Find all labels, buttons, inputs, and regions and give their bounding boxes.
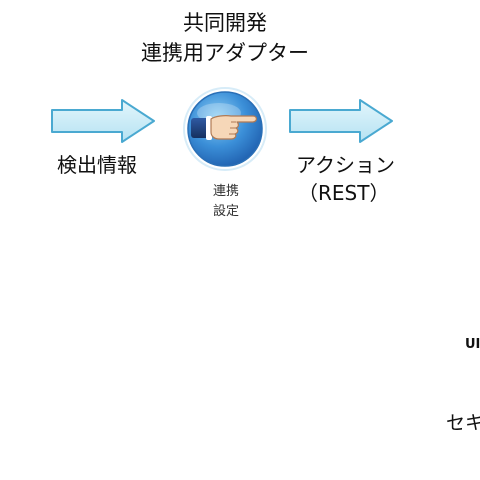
center-caption-line-2: 設定 — [212, 204, 239, 219]
diagram-title: 共同開発 連携用アダプター — [100, 8, 350, 68]
cut-off-label-security: セキ — [446, 412, 480, 434]
center-caption-line-1: 連携 — [212, 184, 239, 199]
right-arrow-label-line-1: アクション — [296, 153, 395, 177]
right-arrow — [289, 99, 393, 143]
right-arrow-label-line-2: （REST） — [298, 181, 390, 205]
left-arrow-label: 検出情報 — [57, 153, 137, 177]
title-line-2: 連携用アダプター — [141, 41, 309, 65]
pointing-hand-icon — [183, 87, 267, 171]
cut-off-label-ui: UI — [465, 337, 480, 352]
left-arrow — [51, 99, 155, 143]
center-caption: 連携 設定 — [205, 182, 247, 222]
title-line-1: 共同開発 — [183, 11, 267, 35]
